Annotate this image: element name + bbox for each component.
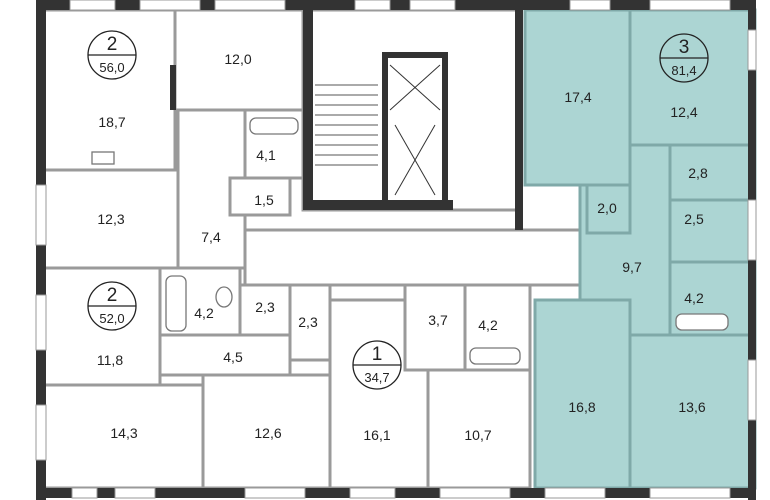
room-area: 16,8 (568, 399, 595, 415)
room-area: 1,5 (254, 192, 274, 208)
room-area: 2,3 (298, 314, 318, 330)
room-1-5 (228, 176, 292, 217)
room-area: 11,8 (97, 352, 123, 368)
room-area: 12,3 (97, 211, 124, 227)
room-area: 4,2 (684, 290, 704, 306)
room-2-5 (668, 198, 757, 264)
room-17-4 (523, 8, 632, 187)
room-12-4 (628, 8, 757, 147)
toilet-icon (215, 286, 233, 308)
room-area: 13,6 (678, 399, 705, 415)
room-2-8 (668, 143, 757, 202)
room-area: 2,8 (688, 165, 708, 181)
apartment-2room-52[interactable]: 2 52,0 11,8 4,2 2,3 2,3 4,5 14,3 12,6 (42, 266, 332, 490)
room-2-0 (585, 183, 632, 235)
windows (35, 0, 757, 499)
room-area: 16,1 (363, 427, 390, 443)
room-area: 2,3 (255, 299, 275, 315)
room-area: 10,7 (464, 427, 491, 443)
common-corridor (243, 228, 582, 287)
bathtub-icon (165, 275, 187, 332)
apartment-rooms-count: 3 (679, 37, 690, 58)
room-12-6 (201, 373, 332, 490)
room-area: 12,6 (254, 425, 281, 441)
room-12-0 (173, 8, 305, 112)
room-area: 2,0 (597, 200, 617, 216)
apartment-rooms-count: 2 (107, 285, 118, 306)
room-18-7 (42, 8, 177, 172)
stair-elevator-core (301, 8, 522, 212)
room-area: 12,4 (670, 104, 697, 120)
room-area: 18,7 (98, 114, 125, 130)
sink-icon (91, 151, 115, 165)
room-4-5 (158, 333, 292, 377)
room-area: 9,7 (622, 259, 642, 275)
room-area: 4,5 (223, 349, 243, 365)
room-13-6 (628, 333, 757, 490)
room-area: 4,2 (478, 317, 498, 333)
apartment-rooms-count: 2 (107, 34, 118, 55)
bathtub-icon (675, 313, 729, 331)
apartment-2room-56[interactable]: 2 56,0 18,7 12,0 12,3 7,4 4,1 1,5 (42, 8, 305, 270)
room-area: 7,4 (201, 229, 221, 245)
apartment-3room-81-4[interactable]: 3 81,4 17,4 12,4 2,8 2,5 4,2 2,0 9,7 16,… (523, 8, 757, 490)
bathtub-icon (249, 117, 299, 135)
apartment-1room-34-7[interactable]: 1 34,7 16,1 3,7 4,2 10,7 (328, 283, 532, 490)
room-area: 2,5 (684, 211, 704, 227)
elevator-icon (382, 52, 448, 208)
apartment-rooms-count: 1 (372, 344, 383, 365)
apartment-total-area: 56,0 (99, 60, 124, 75)
apartment-total-area: 52,0 (99, 311, 124, 326)
bathtub-icon (469, 347, 521, 365)
apartment-total-area: 34,7 (364, 370, 389, 385)
room-area: 4,2 (194, 305, 214, 321)
room-area: 12,0 (224, 51, 251, 67)
room-area: 3,7 (428, 312, 448, 328)
room-16-8 (533, 298, 632, 490)
apartment-total-area: 81,4 (671, 63, 696, 78)
room-2-3b (288, 283, 332, 362)
room-area: 14,3 (110, 425, 137, 441)
room-area: 17,4 (564, 89, 591, 105)
room-area: 4,1 (256, 147, 276, 163)
room-14-3 (42, 383, 205, 490)
